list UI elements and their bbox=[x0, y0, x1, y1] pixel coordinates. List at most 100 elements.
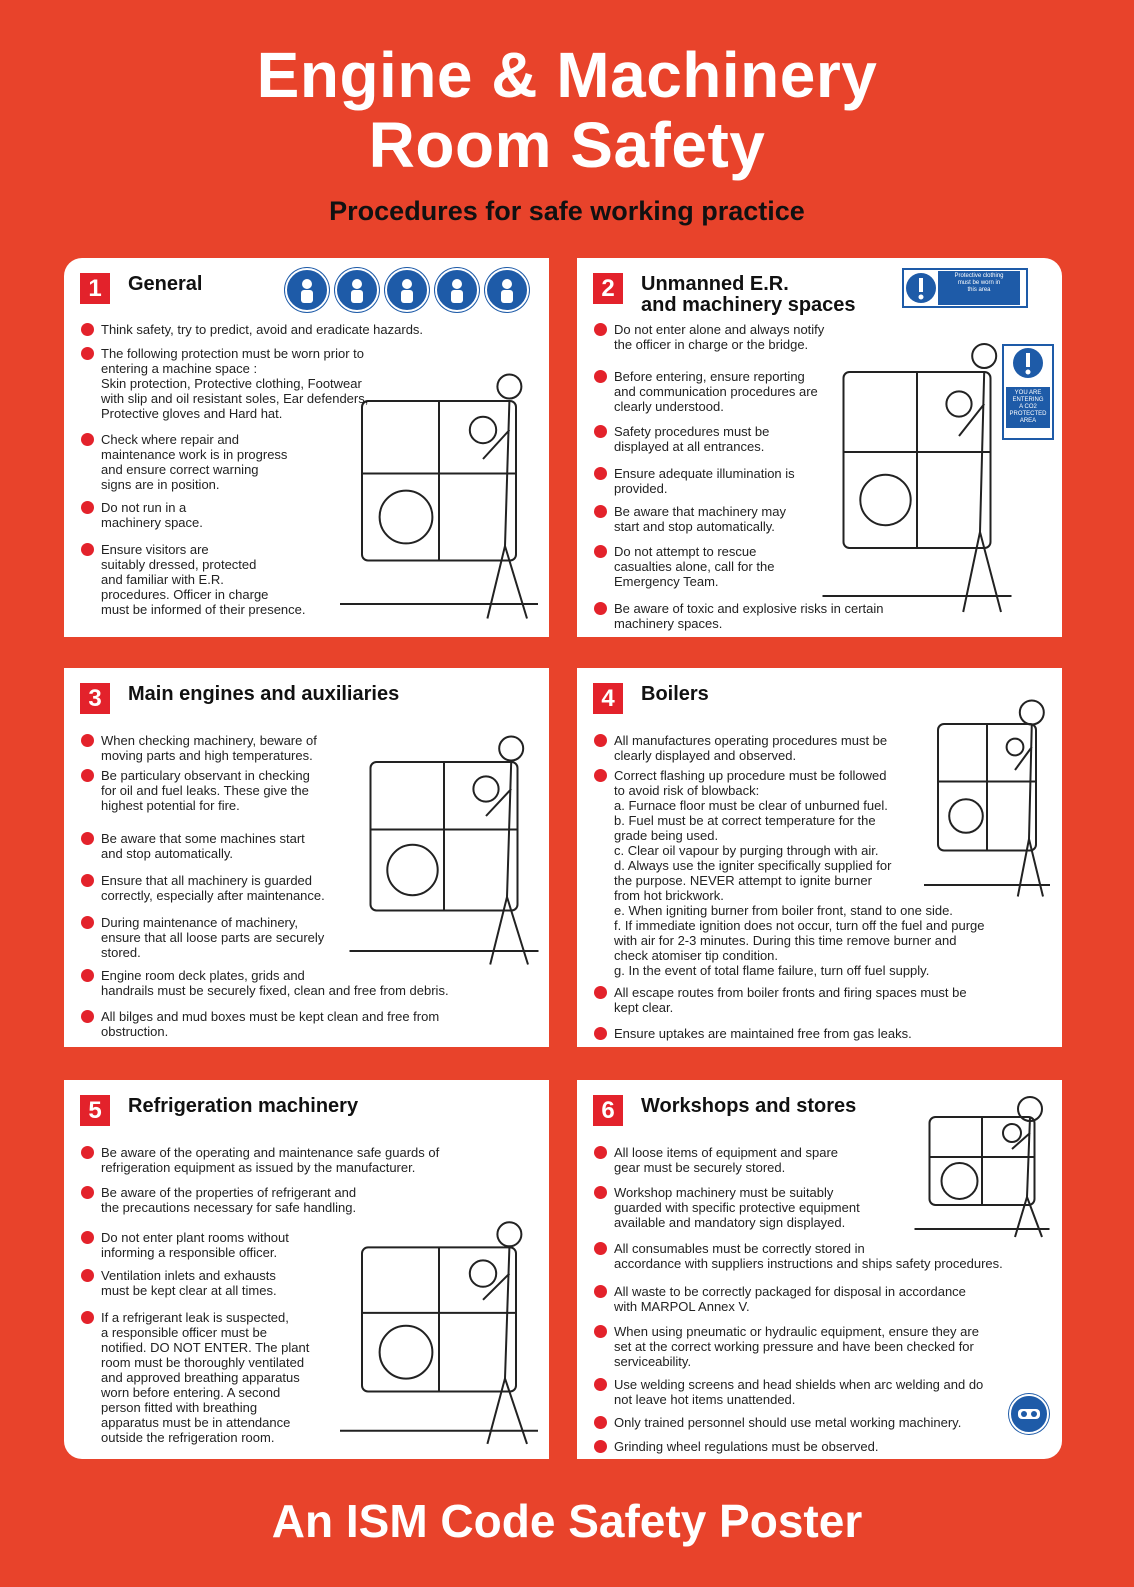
bullet-text: Ventilation inlets and exhausts must be … bbox=[101, 1268, 277, 1298]
ear-defenders-icon bbox=[385, 268, 429, 312]
bullet-dot-icon bbox=[594, 602, 607, 615]
bullet-dot-icon bbox=[594, 734, 607, 747]
sub-item: a. Furnace floor must be clear of unburn… bbox=[614, 798, 888, 813]
bullet-dot-icon bbox=[81, 734, 94, 747]
bullet-item: All loose items of equipment and spare g… bbox=[594, 1145, 839, 1175]
bullet-item: Be aware of the properties of refrigeran… bbox=[81, 1185, 356, 1215]
bullet-text: Grinding wheel regulations must be obser… bbox=[614, 1439, 879, 1454]
bullet-text: All manufactures operating procedures mu… bbox=[614, 733, 888, 763]
bullet-item: If a refrigerant leak is suspected, a re… bbox=[81, 1310, 310, 1445]
bullet-dot-icon bbox=[81, 832, 94, 845]
protective-gloves-icon bbox=[435, 268, 479, 312]
bullet-text: All waste to be correctly packaged for d… bbox=[614, 1284, 966, 1314]
bullet-dot-icon bbox=[594, 986, 607, 999]
sub-item-list: a. Furnace floor must be clear of unburn… bbox=[614, 798, 985, 978]
bullet-text: Do not run in a machinery space. bbox=[101, 500, 203, 530]
bullet-text: If a refrigerant leak is suspected, a re… bbox=[101, 1310, 310, 1445]
poster-subtitle: Procedures for safe working practice bbox=[329, 196, 805, 226]
bullet-text: Before entering, ensure reporting and co… bbox=[614, 369, 818, 414]
sub-item: e. When igniting burner from boiler fron… bbox=[614, 903, 953, 918]
bullet-item: When using pneumatic or hydraulic equipm… bbox=[594, 1324, 979, 1369]
sub-item: f. If immediate ignition does not occur,… bbox=[614, 918, 985, 963]
bullet-item: All manufactures operating procedures mu… bbox=[594, 733, 888, 763]
mandatory-sign-protective-clothing: Protective clothing must be worn in this… bbox=[902, 268, 1028, 308]
bullet-text: Ensure that all machinery is guarded cor… bbox=[101, 873, 325, 903]
sub-item: b. Fuel must be at correct temperature f… bbox=[614, 813, 876, 843]
section-heading: Boilers bbox=[641, 683, 709, 705]
sign-text: Protective clothing must be worn in this… bbox=[938, 271, 1020, 305]
bullet-text: All bilges and mud boxes must be kept cl… bbox=[101, 1009, 440, 1039]
bullet-dot-icon bbox=[81, 501, 94, 514]
bullet-dot-icon bbox=[594, 505, 607, 518]
bullet-item: Ventilation inlets and exhausts must be … bbox=[81, 1268, 277, 1298]
bullet-dot-icon bbox=[81, 347, 94, 360]
hard-hat-icon bbox=[485, 268, 529, 312]
bullet-item: Check where repair and maintenance work … bbox=[81, 432, 288, 492]
illustration-4 bbox=[924, 699, 1050, 897]
bullet-dot-icon bbox=[594, 1186, 607, 1199]
bullet-item: When checking machinery, beware of movin… bbox=[81, 733, 317, 763]
sub-item: g. In the event of total flame failure, … bbox=[614, 963, 930, 978]
bullet-item: Be aware that machinery may start and st… bbox=[594, 504, 786, 534]
section-number-badge: 5 bbox=[80, 1095, 110, 1126]
bullet-dot-icon bbox=[81, 1010, 94, 1023]
bullet-dot-icon bbox=[81, 1146, 94, 1159]
bullet-text: Only trained personnel should use metal … bbox=[614, 1415, 962, 1430]
bullet-dot-icon bbox=[594, 1416, 607, 1429]
bullet-text: Check where repair and maintenance work … bbox=[101, 432, 288, 492]
sub-item: c. Clear oil vapour by purging through w… bbox=[614, 843, 879, 858]
section-number-badge: 6 bbox=[593, 1095, 623, 1126]
bullet-item: The following protection must be worn pr… bbox=[81, 346, 368, 421]
bullet-item: During maintenance of machinery, ensure … bbox=[81, 915, 325, 960]
bullet-dot-icon bbox=[594, 1440, 607, 1453]
mandatory-sign-co2-area: YOU ARE ENTERING A CO2 PROTECTED AREA bbox=[1002, 344, 1054, 440]
exclamation-icon bbox=[1013, 348, 1043, 378]
bullet-text: During maintenance of machinery, ensure … bbox=[101, 915, 325, 960]
bullet-dot-icon bbox=[81, 433, 94, 446]
bullet-text: All loose items of equipment and spare g… bbox=[614, 1145, 839, 1175]
section-heading: Workshops and stores bbox=[641, 1095, 857, 1117]
bullet-dot-icon bbox=[81, 1269, 94, 1282]
bullet-item: Do not enter plant rooms without informi… bbox=[81, 1230, 289, 1260]
bullet-item: Do not attempt to rescue casualties alon… bbox=[594, 544, 774, 589]
bullet-dot-icon bbox=[594, 467, 607, 480]
bullet-dot-icon bbox=[81, 1186, 94, 1199]
bullet-dot-icon bbox=[81, 769, 94, 782]
protective-clothing-icon bbox=[285, 268, 329, 312]
bullet-text: Safety procedures must be displayed at a… bbox=[614, 424, 770, 454]
bullet-dot-icon bbox=[594, 1027, 607, 1040]
bullet-dot-icon bbox=[81, 969, 94, 982]
bullet-text: Correct flashing up procedure must be fo… bbox=[614, 768, 887, 798]
bullet-dot-icon bbox=[81, 1231, 94, 1244]
bullet-text: When checking machinery, beware of movin… bbox=[101, 733, 317, 763]
bullet-text: Engine room deck plates, grids and handr… bbox=[101, 968, 449, 998]
bullet-dot-icon bbox=[594, 323, 607, 336]
bullet-text: Be aware that some machines start and st… bbox=[101, 831, 305, 861]
exclamation-icon bbox=[906, 273, 936, 303]
bullet-item: Ensure visitors are suitably dressed, pr… bbox=[81, 542, 306, 617]
bullet-item: Be aware of the operating and maintenanc… bbox=[81, 1145, 439, 1175]
illustration-2 bbox=[822, 343, 1012, 613]
bullet-text: Workshop machinery must be suitably guar… bbox=[614, 1185, 860, 1230]
bullet-item: Ensure uptakes are maintained free from … bbox=[594, 1026, 912, 1041]
bullet-text: All consumables must be correctly stored… bbox=[614, 1241, 1003, 1271]
bullet-text: Be aware of toxic and explosive risks in… bbox=[614, 601, 884, 631]
bullet-text: Be particulary observant in checking for… bbox=[101, 768, 310, 813]
bullet-item: Think safety, try to predict, avoid and … bbox=[81, 322, 423, 337]
bullet-dot-icon bbox=[594, 1325, 607, 1338]
bullet-text: Be aware that machinery may start and st… bbox=[614, 504, 786, 534]
bullet-item: Engine room deck plates, grids and handr… bbox=[81, 968, 449, 998]
bullet-text: Do not enter plant rooms without informi… bbox=[101, 1230, 289, 1260]
bullet-dot-icon bbox=[81, 916, 94, 929]
poster-title-line-1: Engine & Machinery bbox=[256, 39, 878, 111]
illustration-6 bbox=[914, 1096, 1050, 1238]
section-number-badge: 2 bbox=[593, 273, 623, 304]
bullet-item: All consumables must be correctly stored… bbox=[594, 1241, 1003, 1271]
safety-boots-icon bbox=[335, 268, 379, 312]
eye-protection-icon bbox=[1009, 1394, 1049, 1434]
bullet-item: Ensure adequate illumination is provided… bbox=[594, 466, 795, 496]
bullet-dot-icon bbox=[594, 425, 607, 438]
